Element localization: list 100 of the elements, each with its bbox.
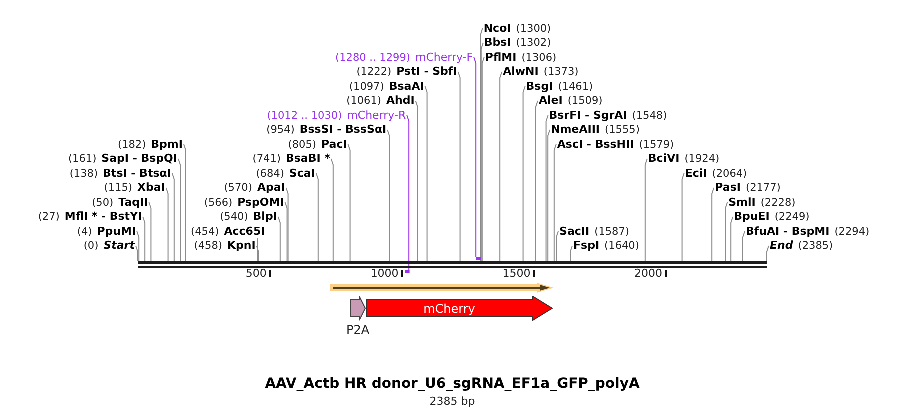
enzyme-name: PacI bbox=[322, 138, 348, 152]
leader-line bbox=[387, 130, 390, 262]
enzyme-name: BbsI bbox=[484, 36, 512, 50]
enzyme-name: AhdI bbox=[386, 94, 415, 108]
sequence-length: 2385 bp bbox=[430, 395, 476, 408]
site-position: (2249) bbox=[774, 210, 810, 224]
sequence-end-label: End bbox=[770, 239, 794, 253]
site-position: (138) bbox=[70, 166, 98, 180]
enzyme-name: BssSI - BssSαI bbox=[300, 123, 387, 137]
scale-label: 1000 bbox=[370, 268, 399, 280]
primer-name: mCherry-F bbox=[416, 50, 474, 64]
orf-feature bbox=[330, 283, 554, 293]
leader-line bbox=[500, 72, 503, 262]
scale-label: 2000 bbox=[634, 268, 662, 280]
leader-line bbox=[480, 42, 484, 262]
site-position: (1924) bbox=[684, 152, 720, 166]
enzyme-name: NcoI bbox=[484, 22, 512, 36]
site-position: (2294) bbox=[834, 224, 870, 238]
enzyme-name: NmeAIII bbox=[551, 123, 600, 137]
enzyme-name: SapI - BspQI bbox=[102, 152, 178, 166]
enzyme-name: Acc65I bbox=[224, 224, 266, 238]
enzyme-name: AleI bbox=[538, 94, 563, 108]
site-position: (454) bbox=[191, 224, 220, 238]
site-position: (161) bbox=[68, 152, 97, 166]
enzyme-name: BpmI bbox=[151, 138, 183, 152]
leader-line bbox=[406, 115, 410, 270]
map-title: AAV_Actb HR donor_U6_sgRNA_EF1a_GFP_polyA bbox=[265, 376, 640, 392]
site-position: (50) bbox=[92, 196, 114, 210]
leader-line bbox=[148, 202, 152, 262]
leader-line bbox=[172, 173, 175, 262]
leader-line bbox=[480, 28, 484, 262]
leader-line bbox=[257, 238, 258, 262]
enzyme-name: BtsI - BtsαI bbox=[103, 166, 172, 180]
site-position: (1222) bbox=[356, 65, 392, 79]
enzyme-name: PstI - SbfI bbox=[396, 65, 458, 79]
leader-line bbox=[256, 246, 260, 262]
site-position: (1555) bbox=[605, 123, 640, 137]
leader-line bbox=[682, 173, 685, 262]
leader-line bbox=[712, 188, 715, 262]
leader-line bbox=[536, 100, 538, 262]
site-position: (1097) bbox=[349, 80, 384, 94]
leader-line bbox=[556, 231, 559, 262]
primer-name: mCherry-R bbox=[347, 108, 406, 122]
leader-line bbox=[142, 216, 146, 262]
primer-position: (1280 .. 1299) bbox=[336, 50, 410, 64]
leader-line bbox=[136, 246, 138, 262]
enzyme-name: BsgI bbox=[526, 80, 554, 94]
site-position: (0) bbox=[84, 239, 99, 253]
enzyme-name: PpuMI bbox=[97, 224, 136, 238]
leader-line bbox=[136, 231, 140, 262]
scale-label: 500 bbox=[246, 268, 267, 280]
feature-label: mCherry bbox=[424, 302, 476, 316]
leader-line bbox=[570, 246, 573, 262]
primer-site-bar bbox=[404, 270, 410, 273]
enzyme-name: BsaAI bbox=[389, 80, 424, 94]
scale-label: 1500 bbox=[502, 268, 531, 280]
site-position: (1061) bbox=[346, 94, 382, 108]
leader-line bbox=[278, 216, 281, 262]
leader-line bbox=[348, 144, 351, 262]
site-position: (1587) bbox=[594, 224, 630, 238]
leader-line bbox=[330, 158, 334, 262]
leader-line bbox=[548, 130, 551, 262]
enzyme-name: PflMI bbox=[485, 50, 517, 64]
enzyme-name: AscI - BssHII bbox=[557, 138, 634, 152]
feature-label: P2A bbox=[346, 324, 370, 337]
site-position: (1640) bbox=[604, 239, 640, 253]
enzyme-name: BfuAI - BspMI bbox=[746, 224, 830, 238]
site-position: (540) bbox=[220, 210, 248, 224]
enzyme-name: PasI bbox=[715, 181, 741, 195]
enzyme-name: XbaI bbox=[137, 181, 166, 195]
enzyme-name: BsrFI - SgrAI bbox=[549, 108, 628, 122]
site-position: (1509) bbox=[568, 94, 603, 108]
leader-line bbox=[742, 231, 746, 262]
site-position: (1548) bbox=[632, 108, 668, 122]
site-position: (2385) bbox=[798, 239, 834, 253]
enzyme-name: PspOMI bbox=[238, 196, 284, 210]
site-position: (805) bbox=[288, 138, 316, 152]
site-position: (1579) bbox=[639, 138, 674, 152]
leader-line bbox=[730, 216, 734, 262]
leader-line bbox=[725, 202, 728, 262]
site-position: (1461) bbox=[558, 80, 594, 94]
enzyme-name: SmlI bbox=[728, 196, 756, 210]
leader-line bbox=[554, 144, 557, 262]
primer-position: (1012 .. 1030) bbox=[267, 108, 342, 122]
enzyme-name: ApaI bbox=[257, 181, 286, 195]
enzyme-name: AlwNI bbox=[503, 65, 539, 79]
site-position: (2228) bbox=[760, 196, 796, 210]
site-position: (1300) bbox=[516, 22, 552, 36]
leader-line bbox=[766, 246, 770, 262]
leader-line bbox=[424, 86, 428, 262]
enzyme-name: TaqII bbox=[118, 196, 148, 210]
enzyme-name: MflI * - BstYI bbox=[64, 210, 142, 224]
leader-line bbox=[286, 188, 289, 262]
site-position: (115) bbox=[104, 181, 132, 195]
site-position: (182) bbox=[118, 138, 146, 152]
site-position: (1373) bbox=[544, 65, 579, 79]
primer-site-bar bbox=[476, 257, 481, 260]
leader-line bbox=[166, 188, 169, 262]
leader-line bbox=[522, 86, 526, 262]
enzyme-name: BsaBI * bbox=[286, 152, 330, 166]
